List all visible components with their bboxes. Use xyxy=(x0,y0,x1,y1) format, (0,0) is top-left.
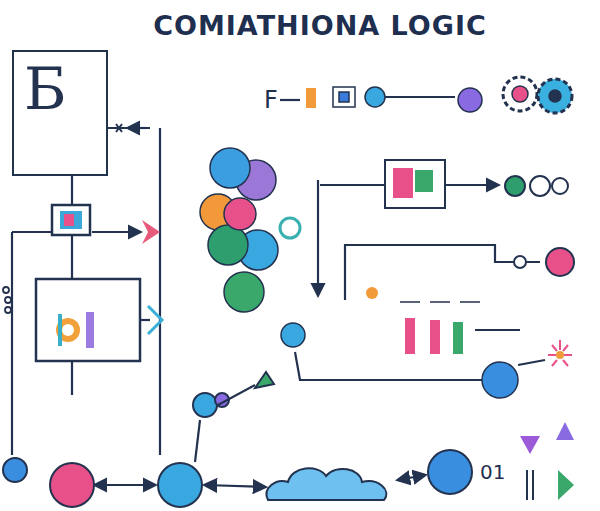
starburst xyxy=(556,351,564,359)
bottom-row xyxy=(158,463,202,507)
pins xyxy=(3,287,11,313)
wires xyxy=(95,484,155,486)
bottom-row xyxy=(428,450,472,494)
top-row xyxy=(503,77,537,111)
wires xyxy=(385,96,455,98)
bottom-row xyxy=(3,422,574,507)
lower-box xyxy=(58,314,62,346)
circle-cluster xyxy=(208,225,248,265)
diagram-label: 01 xyxy=(478,460,507,484)
wires xyxy=(71,176,73,205)
bars xyxy=(366,287,378,299)
wires xyxy=(108,127,150,129)
knot xyxy=(255,372,274,388)
wires xyxy=(12,231,52,233)
small-box xyxy=(52,205,90,235)
bottom-row xyxy=(520,436,540,454)
mid-box xyxy=(385,160,574,276)
knot xyxy=(218,385,255,405)
wires xyxy=(518,360,545,365)
wires xyxy=(317,180,319,295)
wires xyxy=(295,352,482,380)
knot xyxy=(193,372,274,417)
top-row xyxy=(306,88,316,108)
mid-box xyxy=(393,168,413,198)
bottom-row xyxy=(558,470,574,500)
circle-cluster xyxy=(200,148,300,312)
bars xyxy=(281,323,305,347)
pins xyxy=(5,307,11,313)
wires xyxy=(320,184,385,186)
mid-box xyxy=(505,176,525,196)
top-row xyxy=(306,77,572,113)
circle-cluster xyxy=(210,148,250,188)
diagram-label: F xyxy=(262,86,280,114)
top-row xyxy=(538,79,572,113)
top-row xyxy=(365,87,385,107)
wires xyxy=(71,360,73,395)
wires xyxy=(475,329,520,331)
wires xyxy=(445,184,498,186)
bars xyxy=(453,322,463,354)
wires xyxy=(398,475,425,480)
small-box xyxy=(64,214,74,226)
bars xyxy=(281,287,518,398)
circle-cluster xyxy=(224,198,256,230)
small-box xyxy=(52,205,90,235)
lower-box xyxy=(86,312,94,348)
top-row xyxy=(512,86,528,102)
wires xyxy=(92,231,140,233)
small-box xyxy=(60,211,82,229)
wires xyxy=(71,235,73,278)
top-row xyxy=(333,87,355,107)
wires xyxy=(140,319,150,321)
top-row xyxy=(339,92,349,102)
pins xyxy=(3,287,9,293)
bottom-row xyxy=(50,463,94,507)
starburst xyxy=(548,340,572,366)
diagram-title: COMIATHIONA LOGIC xyxy=(153,10,487,41)
triangles xyxy=(148,306,162,334)
bars xyxy=(482,362,518,398)
pins xyxy=(5,297,11,303)
bottom-row xyxy=(3,458,27,482)
knot xyxy=(193,393,217,417)
lower-box xyxy=(36,279,140,361)
x-marks xyxy=(116,124,122,132)
starburst xyxy=(548,340,572,366)
x-marks xyxy=(116,124,122,132)
wires xyxy=(159,128,161,455)
bars xyxy=(400,301,480,303)
mid-box xyxy=(530,176,550,196)
bottom-row xyxy=(556,422,574,440)
bottom-row xyxy=(527,470,533,500)
wires xyxy=(195,420,200,462)
triangles xyxy=(142,220,160,244)
lower-box xyxy=(62,324,74,336)
wires xyxy=(205,485,265,487)
top-row xyxy=(458,88,482,112)
box-label: Б xyxy=(14,52,77,126)
logic-box: Б xyxy=(12,50,108,176)
top-row xyxy=(549,90,561,102)
mid-box xyxy=(514,256,526,268)
wires xyxy=(345,245,540,300)
bars xyxy=(430,320,440,354)
mid-box xyxy=(385,160,445,208)
circle-cluster xyxy=(224,272,264,312)
lower-box xyxy=(36,279,140,361)
wires xyxy=(128,127,145,129)
triangles xyxy=(142,220,162,334)
circle-cluster xyxy=(280,218,300,238)
mid-box xyxy=(546,248,574,276)
mid-box xyxy=(552,178,568,194)
bars xyxy=(405,318,415,354)
mid-box xyxy=(415,170,433,192)
bottom-row xyxy=(267,468,387,500)
wires xyxy=(11,232,13,455)
